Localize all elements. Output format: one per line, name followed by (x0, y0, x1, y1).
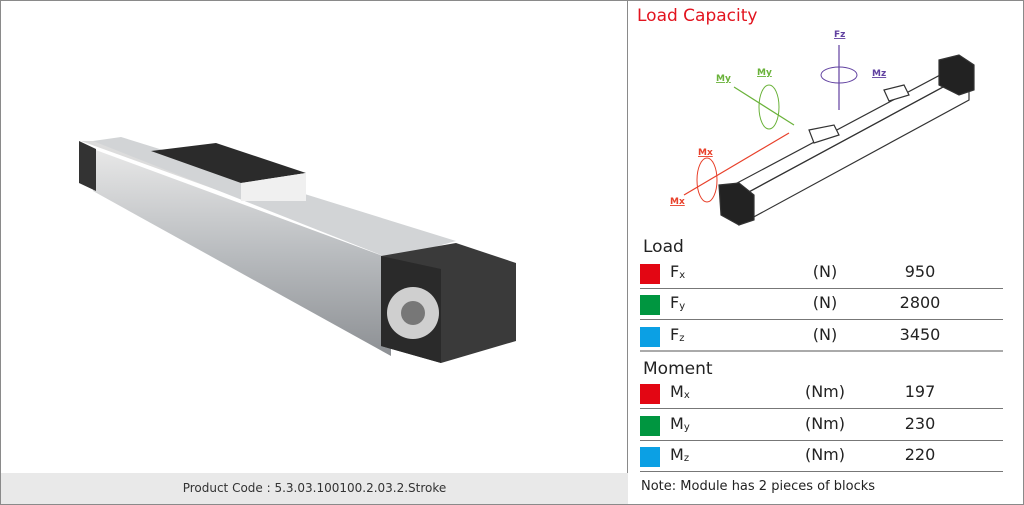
unit: (N) (812, 293, 838, 312)
value: 950 (904, 262, 936, 281)
unit: (Nm) (804, 445, 846, 464)
unit: (Nm) (804, 414, 846, 433)
color-swatch (640, 264, 660, 284)
symbol: Fx (670, 262, 686, 281)
label-my-rot: My (757, 68, 772, 78)
value: 220 (904, 445, 936, 464)
symbol: Mx (670, 382, 690, 401)
label-mz: Mz (872, 69, 886, 79)
note: Note: Module has 2 pieces of blocks (641, 479, 876, 494)
value: 197 (904, 382, 936, 401)
product-panel: Product Code : 5.3.03.100100.2.03.2.Stro… (1, 1, 628, 504)
color-swatch (640, 384, 660, 404)
color-swatch (640, 416, 660, 436)
capacity-row: My (Nm) 230 (640, 410, 1003, 441)
label-mx-rot: Mx (698, 148, 713, 158)
label-mx: Mx (670, 197, 685, 207)
symbol: My (670, 414, 690, 433)
moment-heading: Moment (643, 359, 713, 379)
unit: (N) (812, 262, 838, 281)
capacity-row: Fy (N) 2800 (640, 289, 1003, 320)
load-capacity-panel: Load Capacity Fz Mz My My Mx Mx Load Mom… (629, 1, 1023, 504)
capacity-row: Mz (Nm) 220 (640, 441, 1003, 472)
capacity-row: Mx (Nm) 197 (640, 378, 1003, 409)
capacity-row: Fx (N) 950 (640, 258, 1003, 289)
symbol: Mz (670, 445, 690, 464)
value: 3450 (899, 325, 941, 344)
capacity-row: Fz (N) 3450 (640, 321, 1003, 352)
label-my: My (716, 74, 731, 84)
label-fz: Fz (834, 30, 845, 40)
symbol: Fz (670, 325, 685, 344)
unit: (N) (812, 325, 838, 344)
value: 2800 (899, 293, 941, 312)
value: 230 (904, 414, 936, 433)
color-swatch (640, 295, 660, 315)
unit: (Nm) (804, 382, 846, 401)
symbol: Fy (670, 293, 686, 312)
load-capacity-title: Load Capacity (637, 6, 758, 26)
color-swatch (640, 447, 660, 467)
load-direction-diagram: Fz Mz My My Mx Mx (670, 30, 975, 226)
linear-module-image (79, 137, 516, 363)
load-heading: Load (643, 237, 684, 257)
color-swatch (640, 327, 660, 347)
product-code: Product Code : 5.3.03.100100.2.03.2.Stro… (1, 473, 628, 504)
